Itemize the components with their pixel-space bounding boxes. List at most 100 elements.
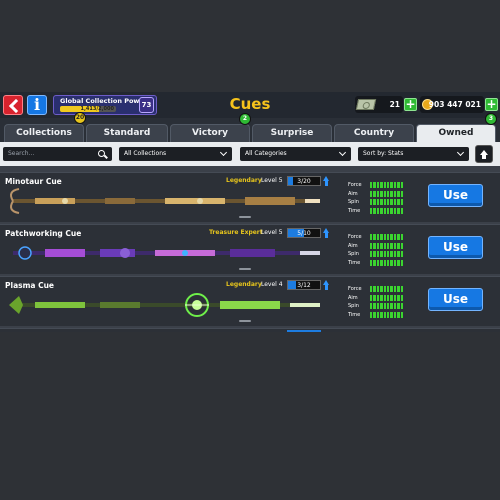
stat-segment [376, 311, 380, 318]
stat-segment [383, 182, 386, 188]
use-button[interactable]: Use [428, 184, 483, 207]
stat-segment [386, 303, 390, 309]
filter-bar: Search... All Collections All Categories… [0, 142, 500, 166]
stat-segment [393, 199, 397, 205]
stat-segment [400, 286, 403, 292]
stat-segment [373, 242, 376, 249]
add-coins-button[interactable]: + [485, 97, 498, 111]
patchworking-cue-image [13, 246, 320, 260]
use-button[interactable]: Use [428, 236, 483, 259]
stat-segment [386, 190, 390, 197]
search-input[interactable]: Search... [3, 147, 112, 161]
stat-segment [376, 199, 380, 205]
cue-pieces-progress: 5/10 [287, 228, 321, 238]
coin-icon [422, 99, 433, 110]
add-cash-button[interactable]: + [404, 97, 417, 111]
cue-stats: Force Aim Spin Time [348, 285, 408, 319]
stat-segment [376, 251, 380, 257]
upgrade-arrow-icon[interactable] [323, 176, 330, 186]
chevron-down-icon [338, 148, 347, 157]
stat-segment [386, 294, 390, 301]
stat-label-spin: Spin [348, 251, 359, 257]
sort-direction-button[interactable] [475, 145, 493, 163]
sort-dropdown[interactable]: Sort by: Stats [358, 147, 469, 161]
upgrade-arrow-icon[interactable] [323, 228, 330, 238]
stat-segment [383, 259, 386, 266]
cue-stats: Force Aim Spin Time [348, 233, 408, 267]
stat-segment [370, 190, 373, 197]
cue-pieces-progress: 3/12 [287, 280, 321, 290]
stat-segment [370, 242, 373, 249]
stat-segment [376, 234, 380, 240]
owned-badge: 3 [485, 113, 497, 125]
stat-segment [393, 311, 397, 318]
tab-standard[interactable]: Standard [86, 124, 168, 142]
tab-country[interactable]: Country [334, 124, 414, 142]
top-bar: i Global Collection Power 1,413/2,000 73… [0, 92, 500, 118]
global-collection-progress-bar [60, 106, 116, 112]
stat-segment [373, 251, 376, 257]
cue-pieces-value: 3/12 [297, 282, 311, 289]
cue-row[interactable]: Plasma Cue Legendary Level 4 3/12 Force … [0, 276, 500, 326]
stat-segment [400, 182, 403, 188]
global-collection-power-panel[interactable]: Global Collection Power 1,413/2,000 73 [53, 95, 157, 115]
stat-label-spin: Spin [348, 303, 359, 309]
info-button[interactable]: i [27, 95, 47, 115]
stat-segment [383, 286, 386, 292]
cash-counter: 21 [355, 96, 403, 113]
tab-surprise[interactable]: Surprise [252, 124, 332, 142]
stat-segment [400, 259, 403, 266]
spin-bar [370, 303, 403, 309]
cue-name: Minotaur Cue [5, 177, 62, 186]
stat-segment [393, 190, 397, 197]
page-title: Cues [229, 95, 271, 113]
spin-bar [370, 251, 403, 257]
use-button[interactable]: Use [428, 288, 483, 311]
row-divider-handle [239, 320, 251, 322]
stat-segment [397, 199, 400, 205]
collections-dropdown[interactable]: All Collections [119, 147, 232, 161]
stat-segment [370, 303, 373, 309]
stat-segment [390, 190, 393, 197]
chevron-down-icon [219, 148, 228, 157]
categories-dropdown[interactable]: All Categories [240, 147, 351, 161]
stat-segment [383, 294, 386, 301]
stat-segment [380, 286, 383, 292]
stat-segment [386, 234, 390, 240]
tab-owned[interactable]: Owned [416, 124, 496, 142]
stat-segment [380, 294, 383, 301]
stat-segment [400, 303, 403, 309]
stat-segment [393, 259, 397, 266]
cue-name: Patchworking Cue [5, 229, 82, 238]
stat-segment [376, 294, 380, 301]
cash-icon [355, 99, 377, 110]
time-bar [370, 259, 403, 266]
cue-pieces-progress: 3/20 [287, 176, 321, 186]
tab-collections[interactable]: Collections [4, 124, 84, 142]
stat-segment [393, 182, 397, 188]
back-button[interactable] [3, 95, 23, 115]
stat-segment [390, 199, 393, 205]
tab-victory[interactable]: Victory [170, 124, 250, 142]
upgrade-arrow-icon[interactable] [323, 280, 330, 290]
cue-row-partial [0, 328, 500, 332]
stat-label-time: Time [348, 207, 361, 214]
stat-segment [376, 303, 380, 309]
cue-row[interactable]: Minotaur Cue Legendary Level 5 3/20 Forc… [0, 172, 500, 222]
stat-segment [386, 259, 390, 266]
stat-segment [397, 251, 400, 257]
cue-rarity: Legendary [226, 281, 262, 288]
stat-label-aim: Aim [348, 242, 358, 249]
cue-stats: Force Aim Spin Time [348, 181, 408, 215]
stat-segment [390, 182, 393, 188]
stat-segment [380, 242, 383, 249]
stat-segment [397, 190, 400, 197]
stat-segment [373, 190, 376, 197]
stat-segment [376, 286, 380, 292]
stat-segment [390, 286, 393, 292]
collections-badge: 20 [74, 112, 86, 124]
cue-pieces-fill [288, 177, 293, 185]
cue-row[interactable]: Patchworking Cue Treasure Expert Level 5… [0, 224, 500, 274]
stat-segment [397, 303, 400, 309]
stat-segment [390, 207, 393, 214]
